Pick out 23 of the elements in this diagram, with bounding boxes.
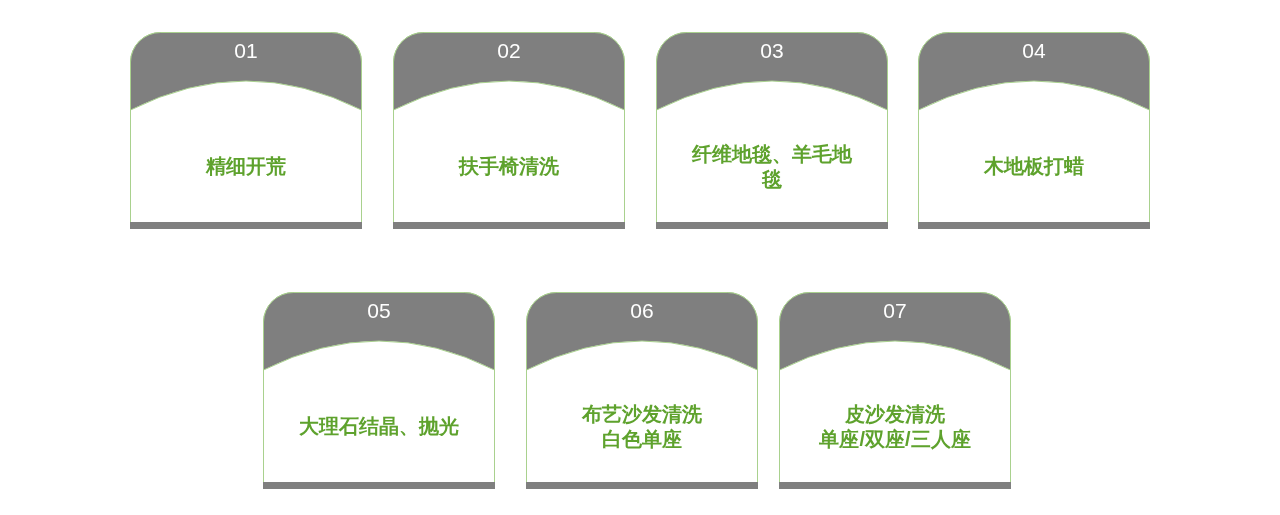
card-number: 02 [497,38,521,64]
card-number: 04 [1022,38,1046,64]
service-label: 白色单座 [602,426,682,452]
card [393,32,625,229]
card-number: 03 [760,38,784,64]
card [656,32,888,229]
card [526,292,758,489]
card-number: 06 [630,298,654,324]
card-number: 05 [367,298,391,324]
service-label: 单座/双座/三人座 [819,426,971,452]
card [130,32,362,229]
service-label: 皮沙发清洗 [845,401,945,427]
service-label: 扶手椅清洗 [459,154,559,179]
card [918,32,1150,229]
service-label: 木地板打蜡 [984,154,1084,179]
service-label: 纤维地毯、羊毛地毯 [691,141,853,192]
service-label: 布艺沙发清洗 [582,401,702,427]
card-number: 07 [883,298,907,324]
card [263,292,495,489]
card [779,292,1011,489]
card-number: 01 [234,38,258,64]
service-label: 精细开荒 [206,154,286,179]
service-label: 大理石结晶、抛光 [299,414,459,439]
